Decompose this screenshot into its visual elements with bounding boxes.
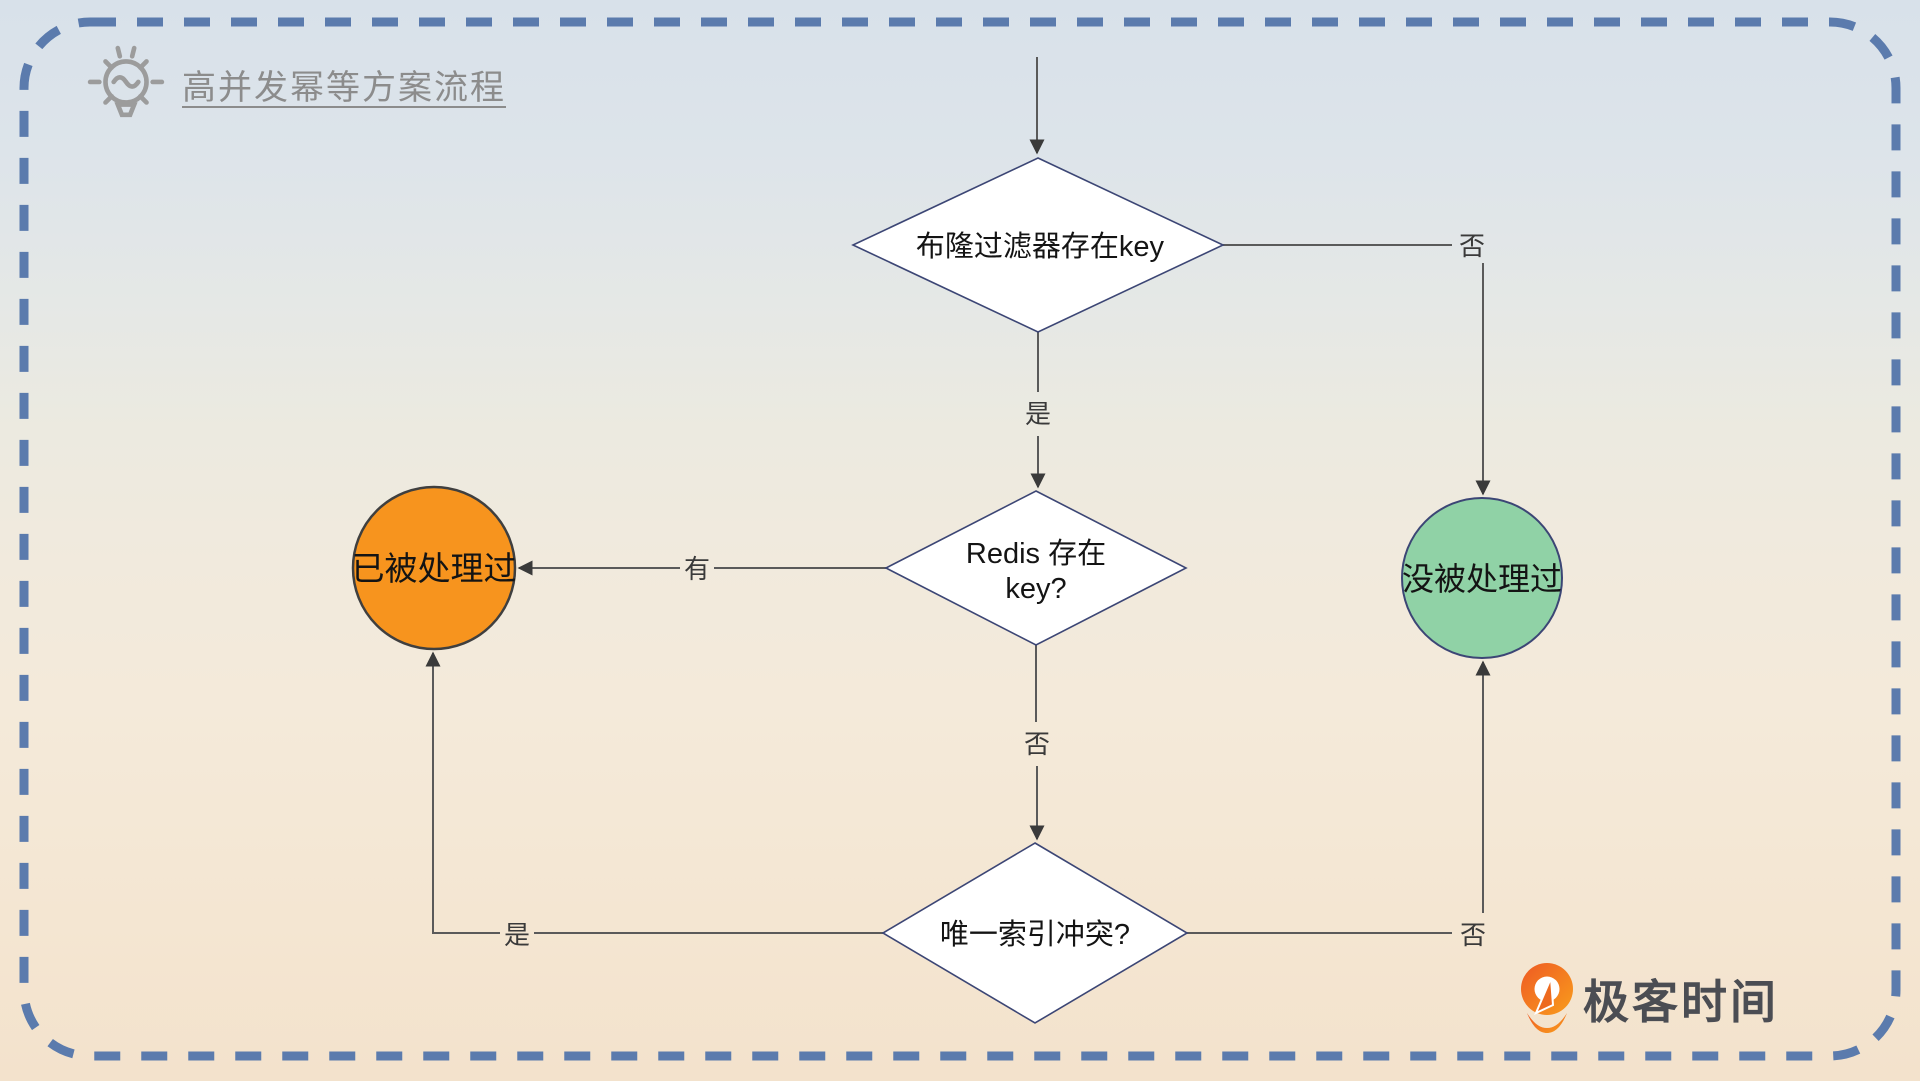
lightbulb-icon bbox=[87, 45, 165, 118]
terminal-processed bbox=[351, 485, 517, 651]
decision-unique-index bbox=[881, 842, 1189, 1024]
connectors bbox=[425, 57, 1491, 934]
decision-bloom-filter bbox=[851, 157, 1225, 333]
edge-label-bloom-no: 否 bbox=[1459, 231, 1485, 261]
edge-label-redis-no: 否 bbox=[1024, 729, 1050, 759]
decision-redis-key-line2: key? bbox=[1005, 573, 1066, 605]
decision-bloom-filter-label: 布隆过滤器存在key bbox=[916, 230, 1165, 263]
page-title: 高并发幂等方案流程 bbox=[182, 68, 506, 107]
terminal-not-processed bbox=[1401, 497, 1563, 659]
geektime-logo-text: 极客时间 bbox=[1583, 976, 1779, 1028]
header: 高并发幂等方案流程 bbox=[86, 44, 506, 124]
edge-label-redis-has: 有 bbox=[684, 554, 710, 584]
decision-redis-key bbox=[884, 490, 1188, 646]
terminal-not-processed-label: 没被处理过 bbox=[1402, 561, 1562, 597]
edge-label-unique-no: 否 bbox=[1460, 920, 1486, 950]
edge-unique-yes-2 bbox=[425, 651, 500, 934]
terminal-processed-label: 已被处理过 bbox=[352, 550, 517, 587]
edge-label-bloom-yes: 是 bbox=[1025, 399, 1051, 429]
geektime-logo-icon bbox=[1521, 963, 1573, 1033]
edge-label-unique-yes: 是 bbox=[504, 920, 530, 950]
decision-redis-key-line1: Redis 存在 bbox=[966, 537, 1106, 570]
decision-unique-index-label: 唯一索引冲突? bbox=[940, 918, 1130, 951]
dashed-border bbox=[19, 17, 1901, 1061]
